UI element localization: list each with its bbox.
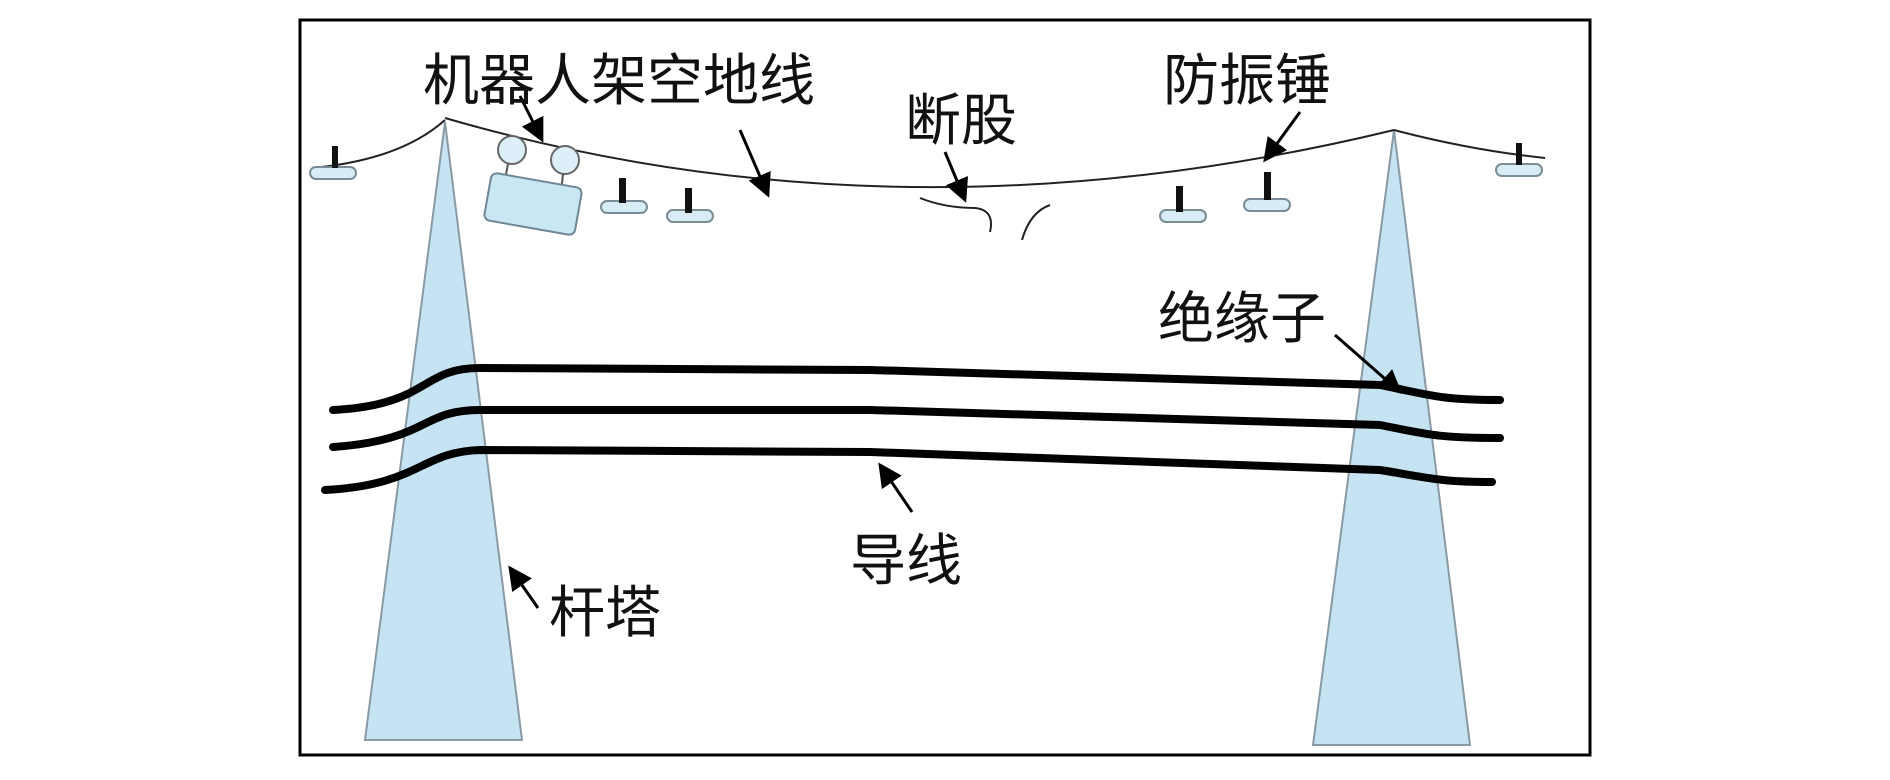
damper	[309, 146, 357, 180]
conductor-3	[321, 445, 1496, 494]
label-robot-ground-wire: 机器人架空地线	[423, 49, 815, 114]
label-broken-strand: 断股	[905, 89, 1017, 154]
damper	[1243, 172, 1291, 212]
callout-arrows	[508, 95, 1403, 609]
label-conductor: 导线	[850, 529, 962, 594]
label-insulator: 绝缘子	[1158, 287, 1326, 352]
tower-arrow	[508, 565, 540, 609]
ground-wire-left-stub	[311, 119, 446, 169]
damper-arrow	[1263, 111, 1302, 163]
broken-strand	[919, 197, 1051, 241]
conductor-arrow	[878, 462, 914, 513]
overhead-ground-wire	[444, 117, 1395, 189]
broken-strand-arrow	[943, 151, 968, 203]
damper	[1159, 186, 1207, 223]
label-damper: 防振锤	[1163, 49, 1331, 114]
label-tower: 杆塔	[549, 581, 661, 646]
damper	[666, 188, 714, 223]
conductors	[321, 363, 1504, 494]
ground-wire-right-stub	[1393, 129, 1546, 159]
conductor-1	[329, 363, 1504, 414]
damper	[600, 178, 648, 214]
damper	[1495, 143, 1543, 177]
robot-wheel-right	[550, 145, 580, 175]
robot-body	[483, 172, 583, 236]
ground-wire-arrow	[738, 129, 771, 198]
insulator-arrow	[1334, 333, 1403, 394]
robot-arrow	[518, 95, 544, 143]
inspection-robot	[483, 135, 583, 236]
diagram-frame	[298, 18, 1592, 757]
conductor-2	[329, 406, 1504, 451]
robot-wheel-left	[497, 135, 527, 165]
